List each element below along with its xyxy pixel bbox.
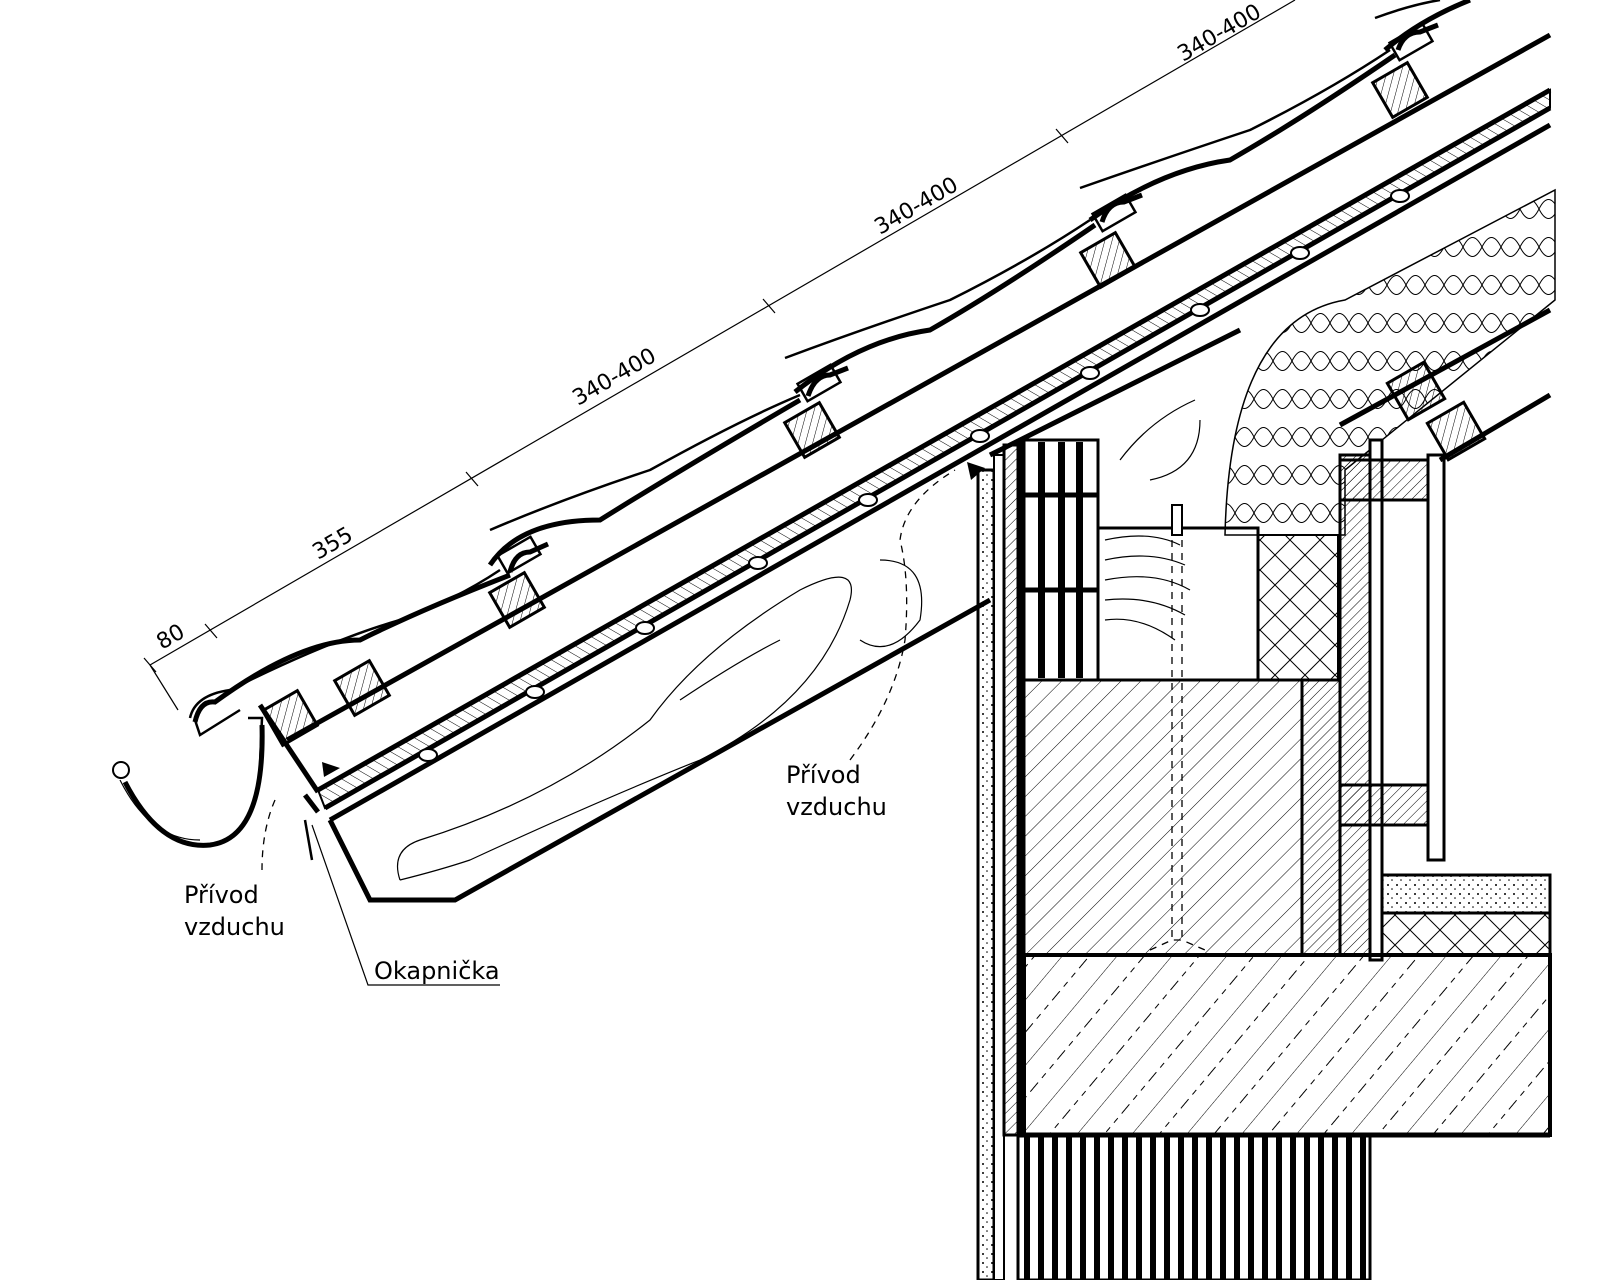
battens [260, 60, 1430, 748]
dim-340-400-1: 340-400 [569, 344, 661, 412]
tile-clips [495, 22, 1435, 575]
roof-tiles [188, 0, 1471, 737]
rafter [327, 559, 992, 903]
dim-340-400-3: 340-400 [1174, 0, 1266, 67]
dim-340-400-2: 340-400 [871, 173, 963, 241]
label-drip-edge: Okapnička [374, 957, 500, 985]
label-air-inlet-soffit-1: Přívod [786, 761, 861, 789]
label-air-inlet-soffit-2: vzduchu [786, 793, 887, 821]
membrane-spacers [418, 189, 1410, 762]
gutter [112, 716, 265, 848]
airflow-arrows [322, 462, 985, 777]
dimension-line [143, 0, 1296, 711]
wall-structure [976, 188, 1556, 1280]
roof-layers [257, 32, 1552, 823]
stud-block [1022, 438, 1100, 682]
air-path-eaves [261, 799, 276, 871]
drip-edge [303, 819, 500, 986]
label-air-inlet-eaves-1: Přívod [184, 881, 259, 909]
label-air-inlet-eaves-2: vzduchu [184, 913, 285, 941]
dim-80: 80 [153, 620, 190, 656]
